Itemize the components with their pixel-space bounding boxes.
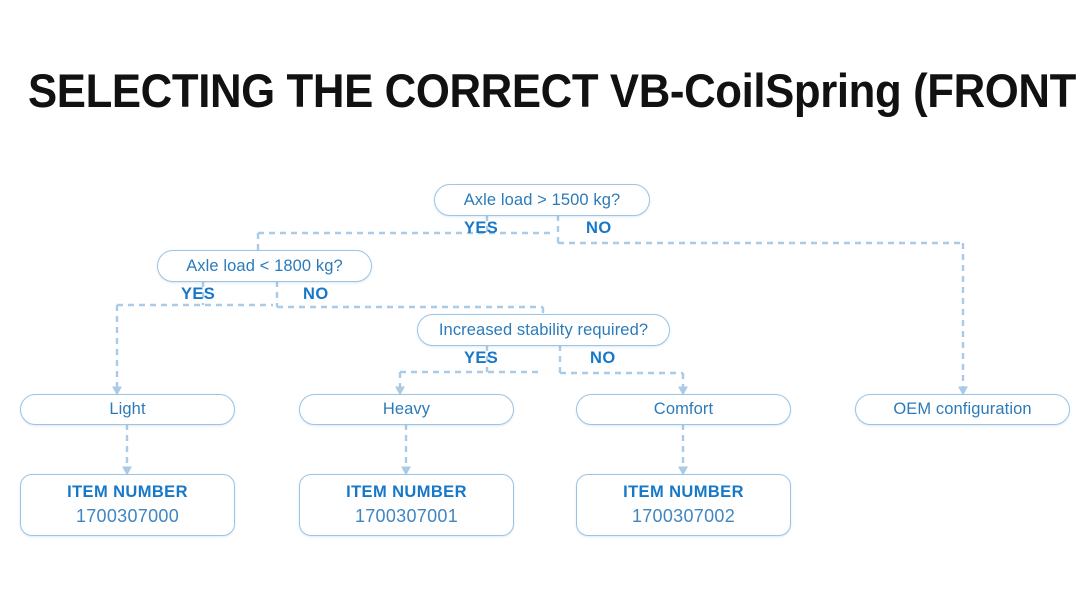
outcome-label-comfort: Comfort	[653, 400, 714, 418]
outcome-node-heavy[interactable]: Heavy	[299, 394, 514, 425]
decision-label-axle-load-1500: Axle load > 1500 kg?	[463, 190, 621, 209]
item-number-card-comfort[interactable]: ITEM NUMBER 1700307002	[576, 474, 791, 536]
item-number-card-light[interactable]: ITEM NUMBER 1700307000	[20, 474, 235, 536]
item-number-card-heavy[interactable]: ITEM NUMBER 1700307001	[299, 474, 514, 536]
outcome-label-heavy: Heavy	[382, 400, 431, 418]
outcome-node-oem-configuration[interactable]: OEM configuration	[855, 394, 1070, 425]
branch-label-d2-no: NO	[303, 285, 329, 303]
decision-node-axle-load-1500[interactable]: Axle load > 1500 kg?	[434, 184, 650, 216]
page-title: SELECTING THE CORRECT VB-CoilSpring (FRO…	[28, 64, 1080, 117]
outcome-node-comfort[interactable]: Comfort	[576, 394, 791, 425]
decision-label-axle-load-1800: Axle load < 1800 kg?	[186, 256, 343, 275]
branch-label-d1-yes: YES	[464, 219, 499, 237]
decision-node-axle-load-1800[interactable]: Axle load < 1800 kg?	[157, 250, 372, 282]
outcome-node-light[interactable]: Light	[20, 394, 235, 425]
outcome-label-oem-configuration: OEM configuration	[893, 400, 1032, 418]
item-number-heading-light: ITEM NUMBER	[67, 483, 188, 501]
item-number-value-comfort: 1700307002	[631, 506, 736, 526]
branch-label-d1-no: NO	[586, 219, 612, 237]
branch-label-d2-yes: YES	[181, 285, 216, 303]
branch-label-d3-yes: YES	[464, 349, 499, 367]
item-number-value-light: 1700307000	[75, 506, 180, 526]
item-number-heading-heavy: ITEM NUMBER	[346, 483, 467, 501]
item-number-value-heavy: 1700307001	[354, 506, 459, 526]
branch-label-d3-no: NO	[590, 349, 616, 367]
decision-node-increased-stability[interactable]: Increased stability required?	[417, 314, 670, 346]
item-number-heading-comfort: ITEM NUMBER	[623, 483, 744, 501]
decision-label-increased-stability: Increased stability required?	[438, 320, 649, 339]
outcome-label-light: Light	[109, 400, 146, 418]
